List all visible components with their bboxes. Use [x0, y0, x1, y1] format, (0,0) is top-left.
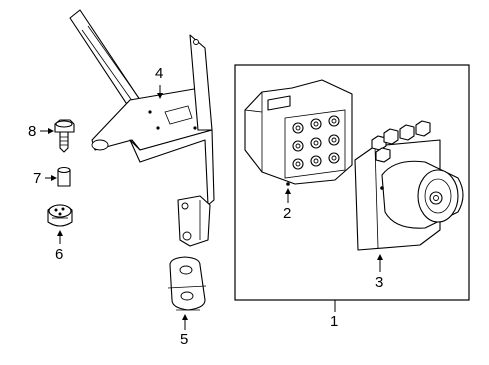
callout-4: 4	[155, 65, 164, 82]
arrow-5	[182, 314, 188, 320]
arrow-2	[285, 188, 291, 194]
control-module	[244, 79, 353, 186]
arrow-7	[51, 175, 57, 181]
spacer	[57, 166, 71, 187]
upper-insulator-mount	[177, 195, 211, 247]
callout-5: 5	[180, 331, 189, 348]
callout-8: 8	[28, 123, 37, 140]
callout-1: 1	[330, 313, 339, 330]
pump-motor-unit	[354, 120, 464, 251]
bolt	[54, 119, 75, 153]
arrow-8	[48, 128, 54, 134]
arrow-6	[57, 230, 63, 236]
callout-7: 7	[33, 170, 42, 187]
arrow-3	[377, 254, 383, 260]
arrow-4	[157, 93, 163, 99]
upper-insulator	[167, 256, 207, 311]
callout-6: 6	[55, 246, 64, 263]
lower-insulator	[47, 204, 73, 227]
mounting-bracket	[69, 9, 215, 206]
assembly-box	[234, 64, 470, 301]
callout-2: 2	[283, 205, 292, 222]
callout-3: 3	[375, 274, 384, 291]
